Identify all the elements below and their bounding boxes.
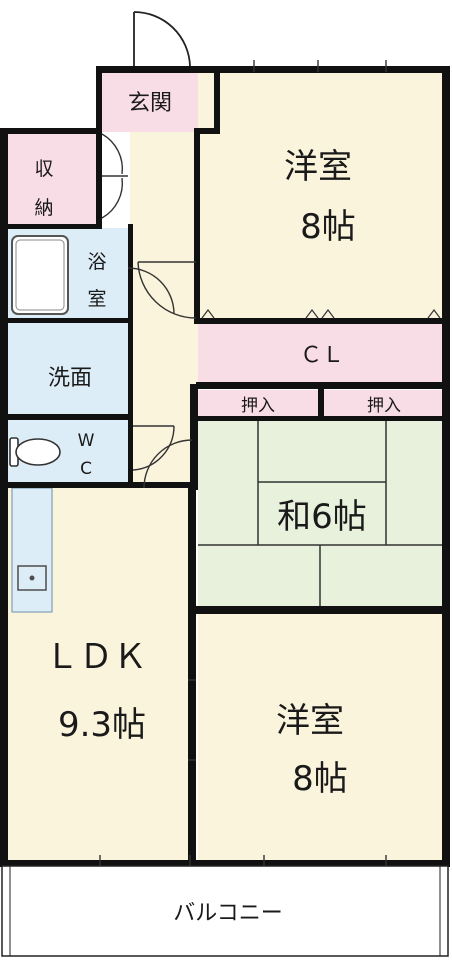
label-washroom: 洗面 <box>48 366 92 391</box>
balcony-outline <box>1 865 449 957</box>
label-tatami-room: 和6帖 <box>277 497 367 537</box>
label-western-room-2-size: 8帖 <box>292 759 348 799</box>
sink-icon <box>17 565 47 591</box>
label-wc-top: W <box>78 431 95 451</box>
storage-floor <box>6 132 98 224</box>
label-oshiire-left: 押入 <box>241 396 275 416</box>
label-western-room-1-size: 8帖 <box>300 207 356 247</box>
entry-door-icon <box>133 11 191 67</box>
bath-door-icon <box>127 267 175 315</box>
label-wc-bottom: C <box>80 459 92 479</box>
label-ldk-size: 9.3帖 <box>58 705 146 745</box>
bathtub-icon <box>11 235 69 315</box>
label-entrance: 玄関 <box>128 91 172 116</box>
label-bath-bottom: 室 <box>87 288 106 310</box>
label-storage-bottom: 納 <box>34 197 53 219</box>
window-ticks <box>99 60 387 866</box>
label-balcony: バルコニー <box>173 901 283 926</box>
ldk-door-icon <box>143 439 193 489</box>
oshiire-left-floor <box>198 390 318 418</box>
wc-door-icon <box>132 425 175 471</box>
label-western-room-1-name: 洋室 <box>284 147 352 187</box>
kitchen-counter <box>11 487 53 613</box>
tatami-grid <box>198 420 444 610</box>
closet-door-marks <box>201 309 441 319</box>
walls <box>0 66 450 867</box>
label-ldk-name: ＬＤＫ <box>45 637 147 677</box>
entrance-floor <box>98 72 216 132</box>
western-room-1-floor <box>198 72 444 322</box>
corridor-floor <box>130 130 198 490</box>
label-western-room-2-name: 洋室 <box>276 701 344 741</box>
drain-icon <box>29 575 35 581</box>
western-room-1-door-icon <box>137 261 197 319</box>
storage-door-icon <box>101 133 128 219</box>
label-storage-top: 収 <box>34 158 53 180</box>
label-closet: ＣＬ <box>300 343 344 368</box>
label-oshiire-right: 押入 <box>367 396 401 416</box>
label-bath-top: 浴 <box>87 251 106 273</box>
western-room-2-floor <box>198 614 444 862</box>
washroom-floor <box>6 322 130 416</box>
oshiire-right-floor <box>324 390 444 418</box>
tatami-room-floor <box>198 420 444 610</box>
toilet-icon <box>9 437 61 467</box>
closet-floor <box>198 324 444 384</box>
